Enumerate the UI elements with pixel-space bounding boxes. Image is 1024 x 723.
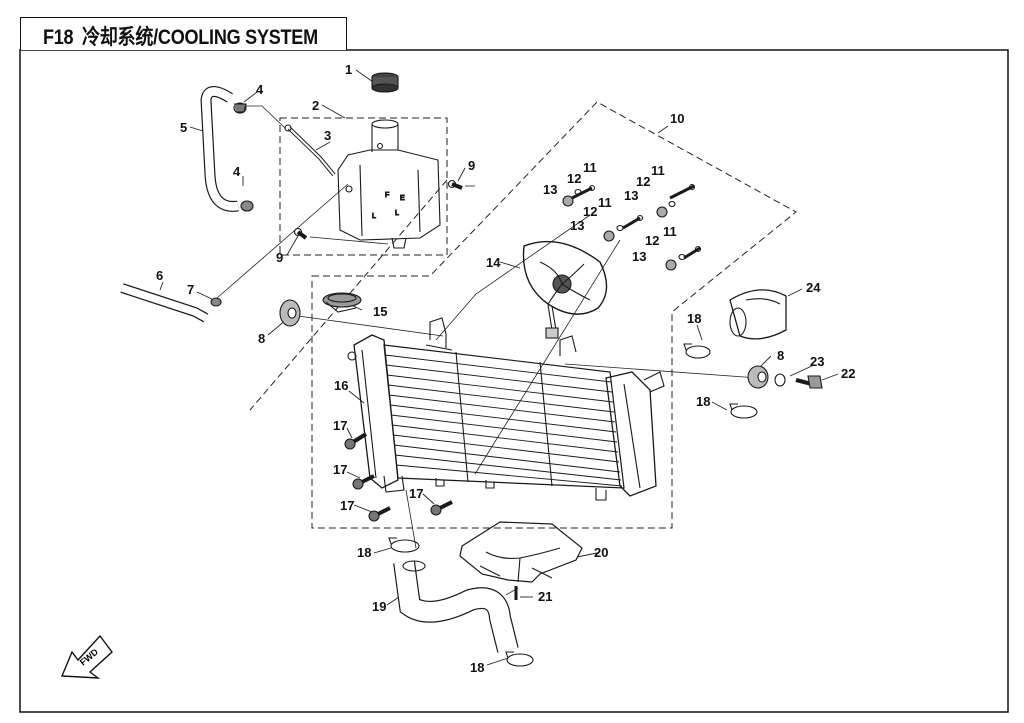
callout-12b: 12 — [583, 204, 597, 219]
lower-hose-part — [393, 560, 519, 653]
callout-4b: 4 — [233, 164, 241, 179]
callout-11c: 11 — [651, 163, 665, 178]
hose-clamp-part — [210, 297, 222, 307]
callout-11a: 11 — [583, 160, 597, 175]
parts: F L E L — [120, 72, 823, 667]
callout-13d: 13 — [632, 249, 646, 264]
callout-4: 4 — [256, 82, 264, 97]
callout-13b: 13 — [570, 218, 584, 233]
callout-20: 20 — [594, 545, 608, 560]
hose-clamp-part — [388, 343, 758, 667]
callout-1: 1 — [345, 62, 352, 77]
radiator-part — [347, 317, 665, 501]
callout-labels: 1 2 3 4 4 5 6 7 8 8 9 9 10 11 11 11 11 1… — [156, 62, 855, 675]
callout-18d: 18 — [470, 660, 484, 675]
callout-19: 19 — [372, 599, 386, 614]
overflow-hose-part — [200, 86, 239, 212]
callout-17c: 17 — [340, 498, 354, 513]
callout-16: 16 — [334, 378, 348, 393]
bolt-part — [293, 179, 463, 240]
radiator-cap-part — [322, 292, 362, 313]
callout-3: 3 — [324, 128, 331, 143]
callout-15: 15 — [373, 304, 387, 319]
callout-12a: 12 — [567, 171, 581, 186]
callout-18b: 18 — [696, 394, 710, 409]
callout-9b: 9 — [276, 250, 283, 265]
cooling-fan-part — [522, 240, 608, 339]
callout-23: 23 — [810, 354, 824, 369]
page-code: F18 — [43, 26, 74, 49]
svg-text:F: F — [385, 192, 389, 199]
forward-arrow-icon: FWD — [60, 634, 113, 679]
reservoir-cap-part — [371, 72, 399, 93]
page-title: F18 冷却系统/COOLING SYSTEM — [43, 21, 318, 51]
callout-13c: 13 — [624, 188, 638, 203]
callout-24: 24 — [806, 280, 821, 295]
reservoir-tank-part: F L E L — [337, 119, 441, 249]
callout-2: 2 — [312, 98, 319, 113]
dashed-group-outlines — [249, 101, 797, 529]
callout-22: 22 — [841, 366, 855, 381]
leader-lines — [159, 69, 839, 666]
callout-9: 9 — [468, 158, 475, 173]
callout-10: 10 — [670, 111, 684, 126]
fan-fasteners-part — [562, 183, 702, 271]
callout-11d: 11 — [663, 224, 677, 239]
alignment-lines — [216, 105, 759, 596]
diagram-border — [19, 49, 1009, 713]
callout-11b: 11 — [598, 195, 612, 210]
callout-8b: 8 — [777, 348, 784, 363]
mounting-bolt-part — [344, 432, 453, 522]
callout-7: 7 — [187, 282, 194, 297]
callout-17b: 17 — [333, 462, 347, 477]
hose-clamp-part — [240, 200, 254, 212]
page-title-text: 冷却系统/COOLING SYSTEM — [81, 26, 318, 49]
callout-12d: 12 — [645, 233, 659, 248]
svg-text:L: L — [395, 210, 399, 217]
callout-18a: 18 — [687, 311, 701, 326]
rubber-grommet-part — [279, 299, 301, 327]
svg-text:L: L — [372, 213, 376, 220]
svg-text:E: E — [400, 195, 405, 202]
grommet-washer-bolt-part — [747, 365, 823, 389]
callout-13a: 13 — [543, 182, 557, 197]
radiator-guard-part — [459, 521, 583, 583]
callout-21: 21 — [538, 589, 552, 604]
upper-hose-part — [729, 289, 787, 340]
callout-5: 5 — [180, 120, 187, 135]
callout-18c: 18 — [357, 545, 371, 560]
callout-8: 8 — [258, 331, 265, 346]
callout-14: 14 — [486, 255, 501, 270]
callout-6: 6 — [156, 268, 163, 283]
drain-hose-part — [120, 283, 209, 323]
callout-12c: 12 — [636, 174, 650, 189]
callout-17d: 17 — [409, 486, 423, 501]
title-box: F18 冷却系统/COOLING SYSTEM — [20, 17, 347, 50]
callout-17a: 17 — [333, 418, 347, 433]
hose-clamp-part — [233, 102, 247, 114]
